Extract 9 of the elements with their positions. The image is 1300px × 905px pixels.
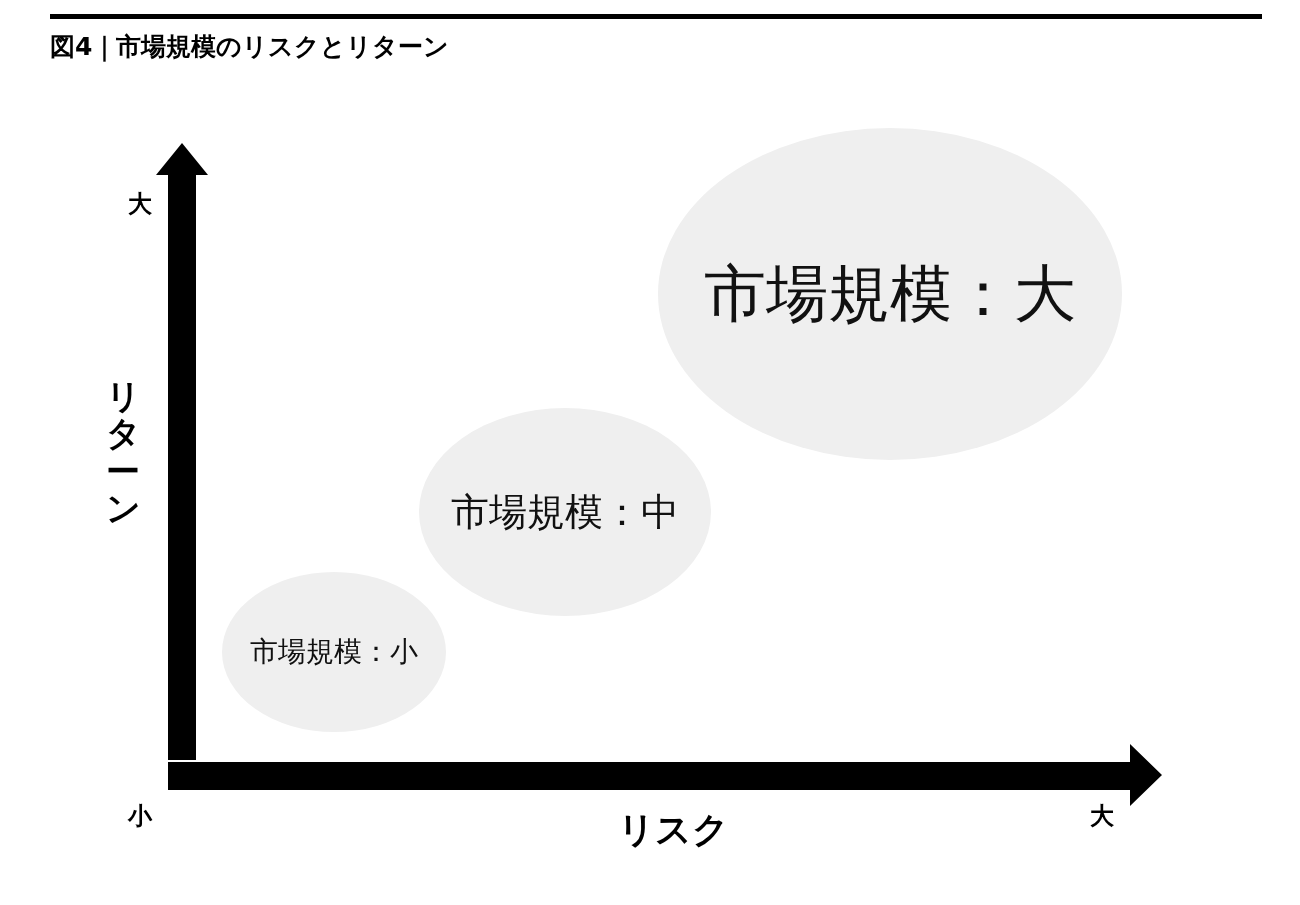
y-axis-title: リターン bbox=[106, 378, 140, 528]
axis-end-label: 大 bbox=[128, 189, 152, 220]
ellipse-label: 市場規模：大 bbox=[704, 256, 1076, 332]
axis-end-label: 大 bbox=[1090, 801, 1114, 832]
ellipse-label: 市場規模：中 bbox=[451, 488, 679, 536]
axis-origin-label: 小 bbox=[128, 801, 152, 832]
figure-title: 図4｜市場規模のリスクとリターン bbox=[50, 31, 450, 63]
ellipse-label: 市場規模：小 bbox=[250, 634, 418, 670]
x-axis-title: リスク bbox=[618, 808, 729, 852]
